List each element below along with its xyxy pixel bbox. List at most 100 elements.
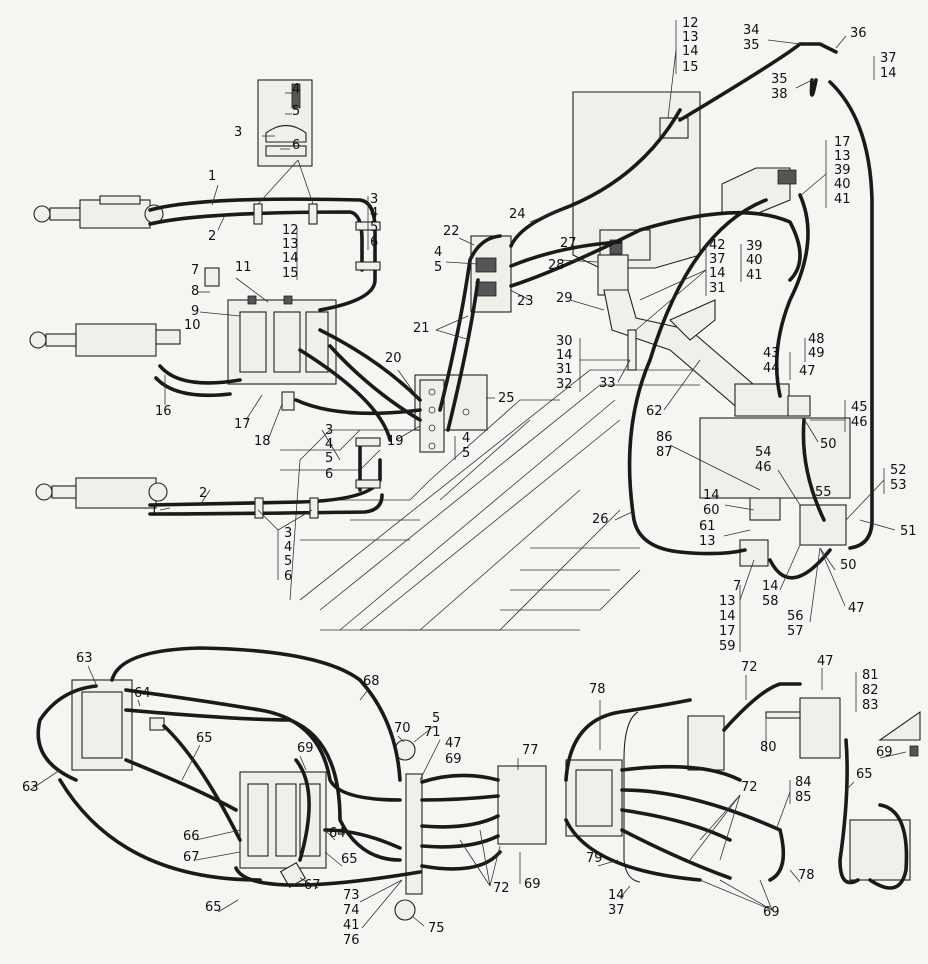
callout-22: 22: [443, 224, 460, 239]
callout-40: 40: [834, 177, 851, 192]
callout-66: 66: [183, 829, 200, 844]
callout-12: 12: [282, 223, 299, 238]
callout-76: 76: [343, 933, 360, 948]
callout-42: 42: [709, 238, 726, 253]
callout-82: 82: [862, 683, 879, 698]
callout-7: 7: [733, 579, 741, 594]
callout-47: 47: [848, 601, 865, 616]
callout-41: 41: [343, 918, 360, 933]
callout-6: 6: [325, 467, 333, 482]
callout-2: 2: [199, 486, 207, 501]
callout-33: 33: [599, 376, 616, 391]
callout-47: 47: [799, 364, 816, 379]
callout-86: 86: [656, 430, 673, 445]
filter-box: [721, 167, 797, 215]
leader-lines-upper: [159, 20, 896, 652]
callout-14: 14: [880, 66, 897, 81]
callout-31: 31: [556, 362, 573, 377]
hoses-lower-right: [564, 682, 909, 890]
callout-5: 5: [325, 451, 333, 466]
callout-15: 15: [682, 60, 699, 75]
callout-3: 3: [234, 125, 242, 140]
callout-62: 62: [646, 404, 663, 419]
hoses-lower-left: [36, 646, 502, 887]
callout-24: 24: [509, 207, 526, 222]
callout-13: 13: [282, 237, 299, 252]
callout-64: 64: [329, 826, 346, 841]
callout-5: 5: [462, 446, 470, 461]
callout-31: 31: [709, 281, 726, 296]
callout-35: 35: [771, 72, 788, 87]
callout-14: 14: [709, 266, 726, 281]
callout-69: 69: [763, 905, 780, 920]
callout-47: 47: [817, 654, 834, 669]
callout-8: 8: [191, 284, 199, 299]
callout-72: 72: [741, 780, 758, 795]
callout-6: 6: [370, 235, 378, 250]
callout-63: 63: [22, 780, 39, 795]
callout-73: 73: [343, 888, 360, 903]
callout-50: 50: [840, 558, 857, 573]
callout-63: 63: [76, 651, 93, 666]
chassis-outline: [280, 369, 700, 631]
lower-right-assembly: [565, 697, 921, 883]
callout-14: 14: [608, 888, 625, 903]
callout-17: 17: [234, 417, 251, 432]
callout-51: 51: [900, 524, 917, 539]
callout-71: 71: [424, 725, 441, 740]
callout-4: 4: [292, 82, 300, 97]
callout-5: 5: [434, 260, 442, 275]
callout-13: 13: [682, 30, 699, 45]
callout-25: 25: [498, 391, 515, 406]
callout-4: 4: [434, 245, 442, 260]
callout-40: 40: [746, 253, 763, 268]
callout-11: 11: [235, 260, 252, 275]
callout-64: 64: [134, 686, 151, 701]
callout-37: 37: [608, 903, 625, 918]
callout-79: 79: [586, 851, 603, 866]
callout-87: 87: [656, 445, 673, 460]
callout-72: 72: [493, 881, 510, 896]
callout-58: 58: [762, 594, 779, 609]
callout-3: 3: [284, 526, 292, 541]
callout-69: 69: [445, 752, 462, 767]
callout-53: 53: [890, 478, 907, 493]
callout-29: 29: [556, 291, 573, 306]
callout-55: 55: [815, 485, 832, 500]
callout-65: 65: [341, 852, 358, 867]
callout-48: 48: [808, 332, 825, 347]
callout-2: 2: [208, 229, 216, 244]
callout-13: 13: [719, 594, 736, 609]
control-valve-block: [204, 267, 337, 411]
callout-44: 44: [763, 361, 780, 376]
callout-14: 14: [282, 251, 299, 266]
callout-27: 27: [560, 236, 577, 251]
callout-41: 41: [834, 192, 851, 207]
cylinder-bottom: [35, 477, 168, 509]
cylinder-middle: [29, 323, 181, 357]
bracket-22: [470, 235, 512, 313]
callout-7: 7: [191, 263, 199, 278]
callout-72: 72: [741, 660, 758, 675]
callout-18: 18: [254, 434, 271, 449]
callout-9: 9: [191, 304, 199, 319]
callout-14: 14: [762, 579, 779, 594]
callout-77: 77: [522, 743, 539, 758]
callout-49: 49: [808, 346, 825, 361]
leader-lines-lower: [29, 665, 907, 929]
pump-assembly: [699, 383, 851, 567]
callout-5: 5: [284, 554, 292, 569]
callout-20: 20: [385, 351, 402, 366]
callout-6: 6: [292, 138, 300, 153]
lower-left-assembly: [71, 679, 547, 921]
callout-46: 46: [755, 460, 772, 475]
callout-14: 14: [556, 348, 573, 363]
callout-16: 16: [155, 404, 172, 419]
callout-21: 21: [413, 321, 430, 336]
callout-69: 69: [524, 877, 541, 892]
callout-52: 52: [890, 463, 907, 478]
callout-41: 41: [746, 268, 763, 283]
callout-36: 36: [850, 26, 867, 41]
